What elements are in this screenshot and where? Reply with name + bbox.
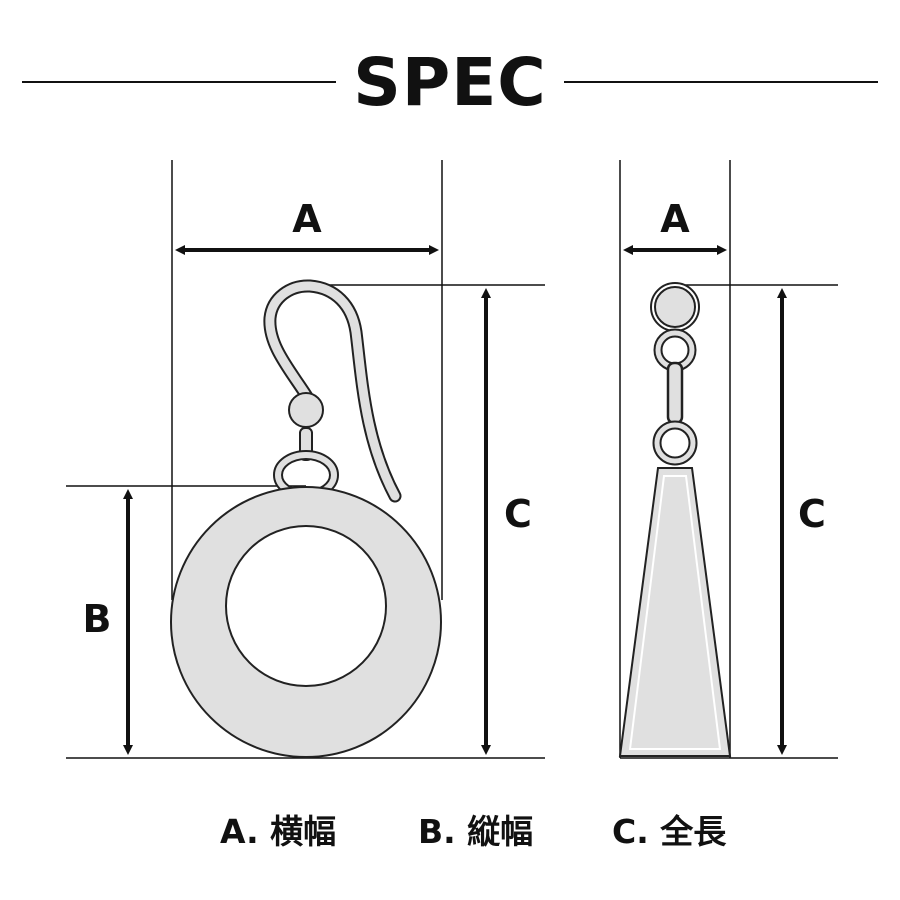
left-label-b: B	[83, 597, 112, 641]
left-label-c: C	[504, 492, 532, 536]
ear-hook-fill	[265, 281, 400, 501]
triangle-pendant	[618, 467, 732, 757]
legend-item-width: A. 横幅	[220, 812, 337, 851]
right-label-c: C	[798, 492, 826, 536]
left-earring	[170, 279, 442, 758]
legend-item-total-length: C. 全長	[612, 812, 727, 851]
chain-bar	[666, 361, 684, 425]
page-title: SPEC	[353, 44, 546, 121]
left-label-a: A	[292, 197, 322, 241]
legend: A. 横幅 B. 縦幅 C. 全長	[0, 805, 900, 855]
right-earring	[618, 282, 732, 757]
right-label-a: A	[660, 197, 690, 241]
chain-ring-lower-inner	[654, 422, 696, 464]
legend-item-height: B. 縦幅	[418, 812, 534, 851]
ear-bead	[288, 392, 324, 428]
ring-pendant-hole	[225, 525, 387, 687]
triangle-pendant-inner	[628, 475, 722, 750]
